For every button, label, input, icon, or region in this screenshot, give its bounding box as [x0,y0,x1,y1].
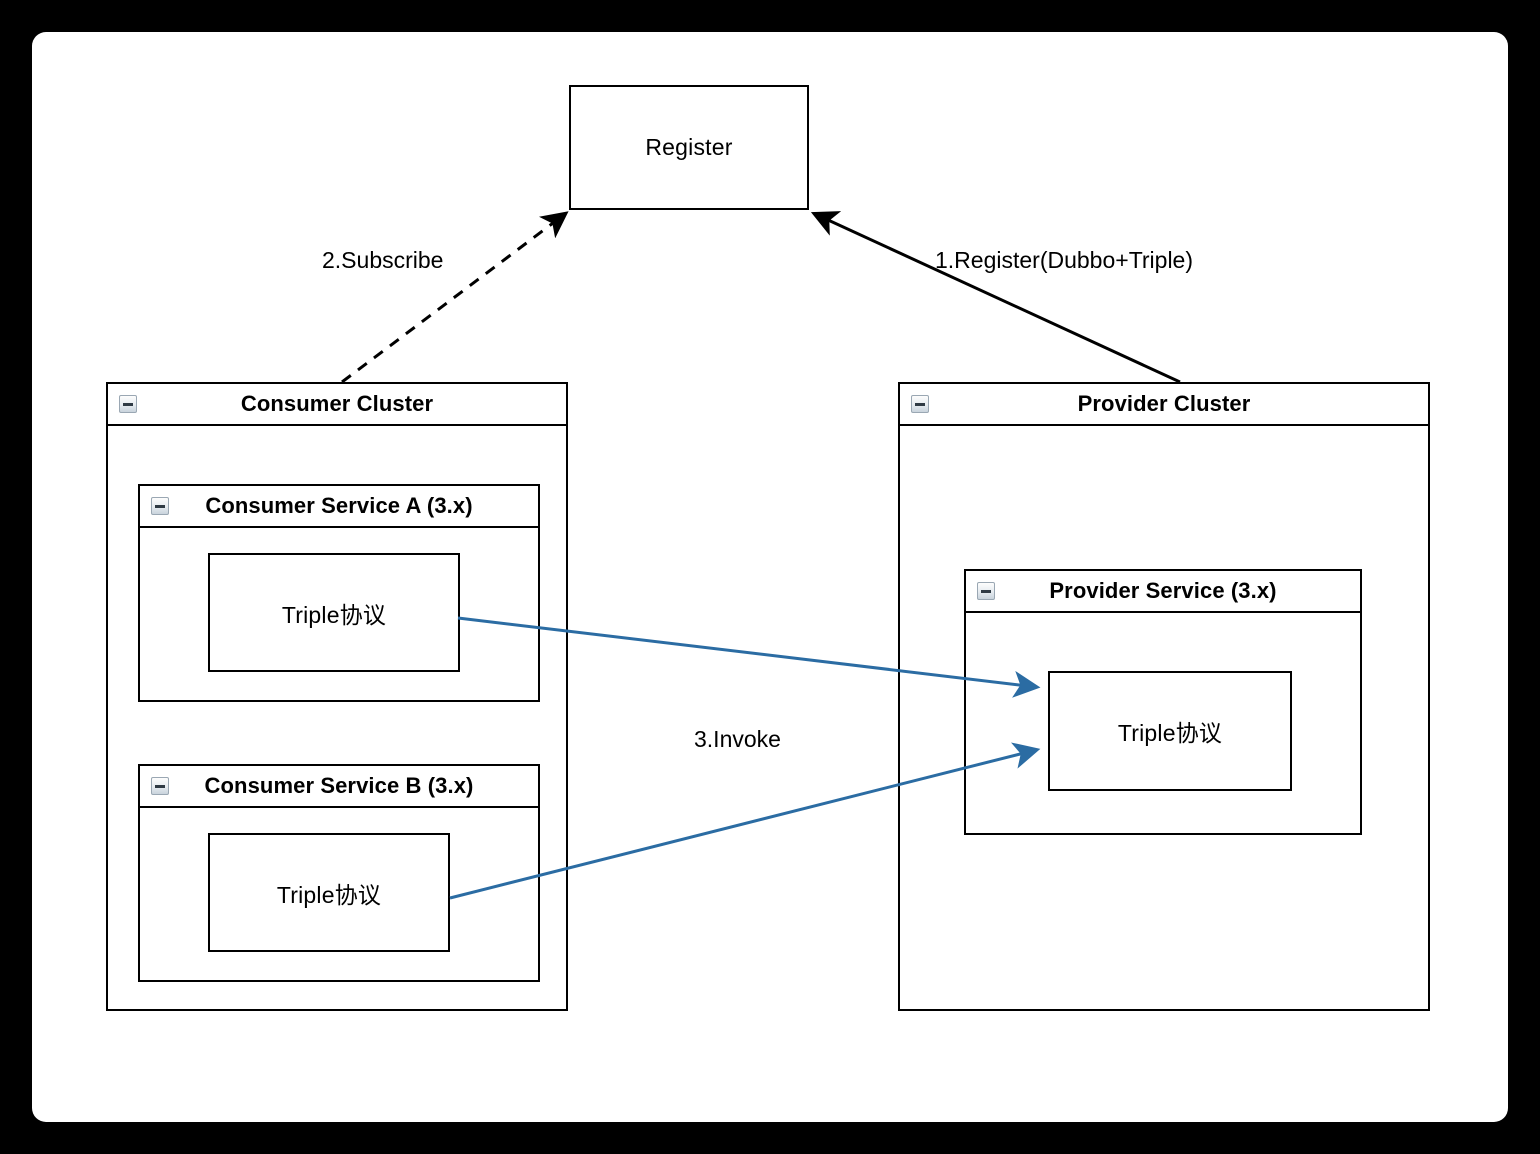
consumer-service-b-title-bar[interactable]: Consumer Service B (3.x) [140,766,538,808]
collapse-minus-icon[interactable] [911,395,929,413]
diagram-canvas: Register Consumer Cluster Consumer Servi… [32,32,1508,1122]
protocol-label: Triple协议 [276,881,382,908]
consumer-service-b-protocol-box[interactable]: Triple协议 [208,833,450,952]
consumer-service-a-node[interactable]: Consumer Service A (3.x) Triple协议 [138,484,540,702]
subscribe-edge-line [341,211,569,384]
provider-cluster-title: Provider Cluster [1077,391,1251,416]
collapse-minus-icon[interactable] [977,582,995,600]
protocol-label: Triple协议 [281,601,387,628]
provider-service-title-bar[interactable]: Provider Service (3.x) [966,571,1360,613]
register-node[interactable]: Register [569,85,809,210]
consumer-service-b-node[interactable]: Consumer Service B (3.x) Triple协议 [138,764,540,982]
consumer-cluster-title-bar[interactable]: Consumer Cluster [108,384,566,426]
provider-service-protocol-box[interactable]: Triple协议 [1048,671,1292,791]
collapse-minus-icon[interactable] [151,497,169,515]
consumer-service-b-title: Consumer Service B (3.x) [204,773,474,798]
consumer-cluster-title: Consumer Cluster [240,391,434,416]
consumer-cluster-node[interactable]: Consumer Cluster Consumer Service A (3.x… [106,382,568,1011]
consumer-service-a-protocol-box[interactable]: Triple协议 [208,553,460,672]
consumer-service-a-title-bar[interactable]: Consumer Service A (3.x) [140,486,538,528]
provider-service-node[interactable]: Provider Service (3.x) Triple协议 [964,569,1362,835]
invoke-edge-label: 3.Invoke [694,726,781,752]
protocol-label: Triple协议 [1117,720,1223,746]
provider-cluster-title-bar[interactable]: Provider Cluster [900,384,1428,426]
provider-service-title: Provider Service (3.x) [1049,578,1277,603]
register-label: Register [645,134,733,160]
provider-cluster-node[interactable]: Provider Cluster Provider Service (3.x) … [898,382,1430,1011]
subscribe-edge-label: 2.Subscribe [322,247,444,273]
register-edge-line [810,211,1181,384]
register-edge-label: 1.Register(Dubbo+Triple) [935,247,1194,273]
collapse-minus-icon[interactable] [151,777,169,795]
collapse-minus-icon[interactable] [119,395,137,413]
consumer-service-a-title: Consumer Service A (3.x) [205,493,473,518]
